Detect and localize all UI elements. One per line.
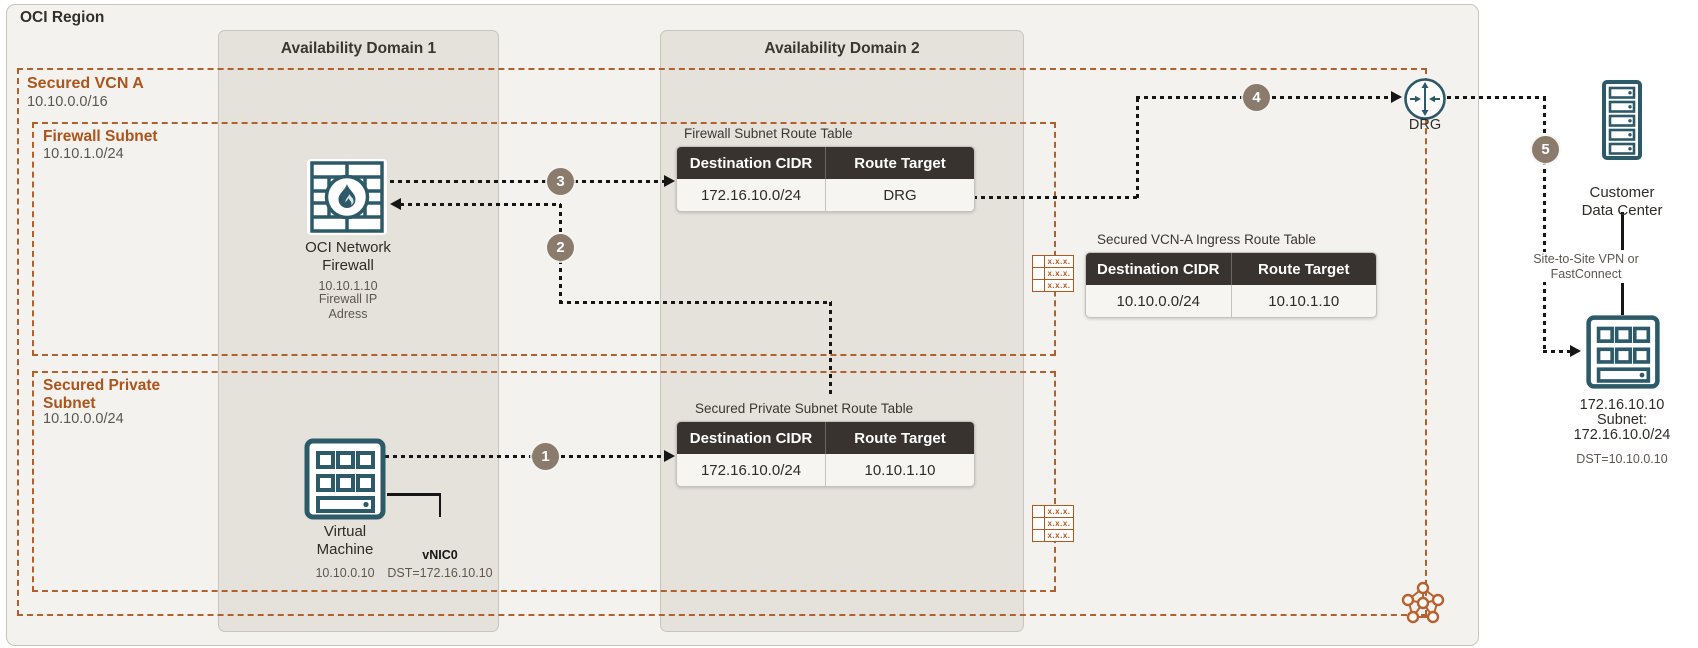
remote-subnet-cidr: 172.16.10.0/24 [1573, 427, 1671, 443]
vm-label: Virtual Machine [316, 523, 374, 558]
flow-4-line-out [973, 196, 1139, 199]
flow-2-arrowhead [390, 198, 401, 210]
private-route-table: Destination CIDR Route Target 172.16.10.… [676, 421, 975, 487]
flow-5-line-down [1543, 97, 1546, 353]
route-table-icon-text: x.x.x. [1047, 519, 1071, 528]
route-table-icon-text: x.x.x. [1047, 507, 1071, 516]
step-badge-1: 1 [532, 443, 559, 470]
step-badge-4: 4 [1243, 84, 1270, 111]
firewall-label: OCI Network Firewall [305, 239, 391, 274]
vm-dst: DST=172.16.10.10 [387, 566, 493, 580]
vcn-label: Secured VCN A [27, 75, 144, 92]
firewall-route-table: Destination CIDR Route Target 172.16.10.… [676, 146, 975, 212]
flow-5-arrowhead [1570, 345, 1581, 357]
flow-1-arrowhead [664, 450, 675, 462]
firewall-subnet-box [32, 122, 1056, 356]
step-badge-2: 2 [547, 234, 574, 261]
table-row: 172.16.10.0/24 10.10.1.10 [677, 454, 974, 486]
firewall-route-table-header-cidr: Destination CIDR [677, 147, 826, 179]
flow-3-line [390, 180, 664, 183]
cdc-link-line-top [1621, 212, 1624, 250]
vnic-line-h [387, 493, 441, 496]
route-table-icon-cell [1033, 518, 1045, 529]
private-route-table-cidr: 172.16.10.0/24 [677, 454, 826, 486]
flow-5-line-in [1543, 350, 1573, 353]
secured-vcn-a-box [17, 68, 1427, 616]
vm-ip: 10.10.0.10 [315, 566, 375, 580]
vpn-fastconnect-label: Site-to-Site VPN or FastConnect [1530, 252, 1642, 282]
route-table-icon-text: x.x.x. [1047, 257, 1071, 266]
route-table-icon-cell [1033, 530, 1045, 541]
route-table-icon: x.x.x. x.x.x. x.x.x. [1032, 255, 1074, 292]
route-table-icon-cell [1033, 280, 1045, 291]
firewall-subnet-cidr: 10.10.1.0/24 [43, 146, 124, 162]
server-rack-icon [1602, 80, 1642, 160]
flow-2-line-to-table [829, 302, 832, 397]
vcn-cidr: 10.10.0.0/16 [27, 94, 108, 110]
flow-4-arrowhead [1391, 91, 1402, 103]
route-table-icon-cell [1033, 506, 1045, 517]
private-route-table-header-target: Route Target [854, 429, 946, 447]
flow-2-line-right [559, 301, 832, 304]
private-route-table-header-cidr: Destination CIDR [677, 422, 826, 454]
availability-domain-2-box: Availability Domain 2 [660, 30, 1024, 632]
flow-1-line [385, 455, 668, 458]
vnic-label: vNIC0 [422, 548, 458, 562]
availability-domain-1-label: Availability Domain 1 [280, 40, 437, 57]
vcn-icon [1401, 581, 1445, 624]
flow-3-arrowhead [664, 175, 675, 187]
drg-icon [1404, 78, 1446, 120]
firewall-ip-caption: Firewall IP Adress [318, 292, 378, 321]
private-subnet-label: Secured Private Subnet [43, 377, 161, 412]
customer-dc-label: Customer Data Center [1581, 184, 1663, 219]
route-table-icon-text: x.x.x. [1047, 281, 1071, 290]
flow-2-line-return [400, 203, 561, 206]
step-badge-5: 5 [1532, 136, 1559, 163]
remote-subnet-caption: Subnet: [1597, 412, 1647, 428]
private-route-table-target: 10.10.1.10 [864, 461, 936, 479]
remote-dst: DST=10.10.0.10 [1576, 452, 1668, 466]
private-subnet-cidr: 10.10.0.0/24 [43, 411, 124, 427]
table-row: 10.10.0.0/24 10.10.1.10 [1086, 285, 1376, 317]
route-table-icon-cell [1033, 256, 1045, 267]
table-row: 172.16.10.0/24 DRG [677, 179, 974, 211]
firewall-route-table-header-target: Route Target [854, 154, 946, 172]
ingress-route-table-target: 10.10.1.10 [1268, 292, 1340, 310]
firewall-route-table-target: DRG [883, 186, 917, 204]
ingress-route-table-header-target: Route Target [1258, 260, 1350, 278]
firewall-subnet-label: Firewall Subnet [43, 128, 158, 145]
private-subnet-box [32, 371, 1056, 592]
private-route-table-title: Secured Private Subnet Route Table [695, 401, 914, 416]
route-table-icon: x.x.x. x.x.x. x.x.x. [1032, 505, 1074, 542]
ingress-route-table: Destination CIDR Route Target 10.10.0.0/… [1085, 252, 1377, 318]
virtual-machine-icon [304, 438, 386, 520]
firewall-ip: 10.10.1.10 [318, 279, 378, 293]
firewall-route-table-cidr: 172.16.10.0/24 [677, 179, 826, 211]
availability-domain-2-label: Availability Domain 2 [764, 40, 920, 57]
route-table-icon-text: x.x.x. [1047, 269, 1071, 278]
route-table-icon-cell [1033, 268, 1045, 279]
flow-5-line-out [1447, 96, 1546, 99]
ingress-route-table-cidr: 10.10.0.0/24 [1086, 285, 1232, 317]
oci-region-title: OCI Region [20, 9, 105, 26]
remote-ip: 172.16.10.10 [1579, 397, 1665, 413]
vnic-line-v [438, 493, 441, 517]
ingress-route-table-title: Secured VCN-A Ingress Route Table [1097, 232, 1316, 247]
availability-domain-1-box: Availability Domain 1 [218, 30, 499, 632]
flow-4-line-up [1136, 98, 1139, 199]
firewall-route-table-title: Firewall Subnet Route Table [684, 126, 853, 141]
firewall-icon [307, 159, 387, 235]
step-badge-3: 3 [547, 168, 574, 195]
subnet-host-icon [1586, 315, 1660, 389]
ingress-route-table-header-cidr: Destination CIDR [1086, 253, 1232, 285]
cdc-link-line-bottom [1621, 283, 1624, 315]
drg-label: DRG [1408, 117, 1442, 133]
route-table-icon-text: x.x.x. [1047, 531, 1071, 540]
